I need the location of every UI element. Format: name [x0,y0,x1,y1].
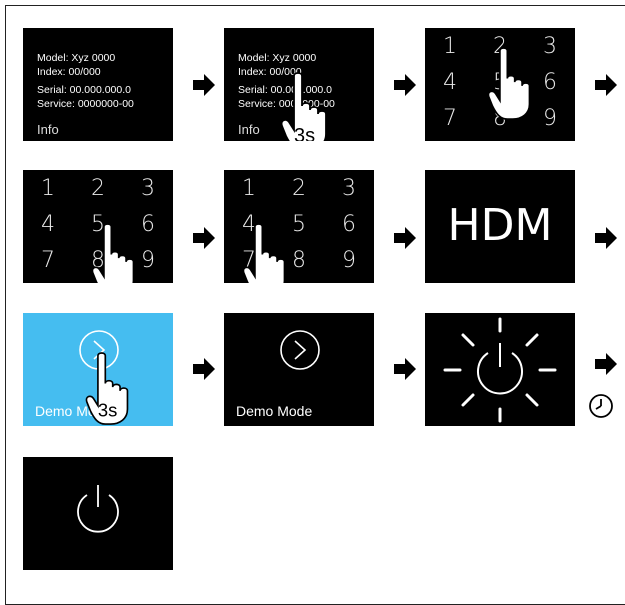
long-press-label: 3s [98,400,118,421]
info-label: Info [37,122,59,137]
arrow-right-icon [394,227,416,249]
key-8: 8 [292,248,306,273]
key-5: 5 [292,212,306,237]
info-screen-long-press-panel: Model: Xyz 0000 Index: 00/000 Serial: 00… [224,28,374,141]
info-serial: Serial: 00.000.000.0 [238,84,332,96]
long-press-label: 3s [294,125,315,141]
power-off-panel [23,457,173,570]
keypad-panel-press-2: 1 2 3 4 5 6 7 8 9 [425,28,575,141]
key-7: 7 [41,248,55,273]
info-model: Model: Xyz 0000 [37,52,116,64]
hdm-panel: HDM [425,170,575,283]
key-9: 9 [342,248,356,273]
info-model: Model: Xyz 0000 [238,52,317,64]
pointing-hand-icon [487,47,531,120]
chevron-right-circle-icon [280,330,320,370]
info-label: Info [238,122,260,137]
demo-mode-panel: Demo Mode [224,313,374,426]
key-9: 9 [141,248,155,273]
key-2: 2 [292,176,306,201]
key-1: 1 [242,176,256,201]
arrow-right-icon [193,358,215,380]
key-6: 6 [543,70,557,95]
clock-icon [589,394,613,418]
key-5: 5 [91,212,105,237]
key-1: 1 [41,176,55,201]
key-6: 6 [141,212,155,237]
power-blinking-panel [425,313,575,426]
demo-mode-label: Demo Mode [236,403,313,419]
arrow-right-icon [394,358,416,380]
info-index: Index: 00/000 [37,66,101,78]
key-3: 3 [543,34,557,59]
pointing-hand-icon [91,223,135,283]
info-index: Index: 00/000 [238,66,302,78]
keypad-panel-press-5: 1 2 3 4 5 6 7 8 9 [23,170,173,283]
arrow-right-icon [193,227,215,249]
info-screen-panel: Model: Xyz 0000 Index: 00/000 Serial: 00… [23,28,173,141]
pointing-hand-icon [242,223,286,283]
arrow-right-icon [595,74,617,96]
demo-mode-long-press-panel: Demo Mode 3s [23,313,173,426]
key-9: 9 [543,106,557,131]
key-3: 3 [141,176,155,201]
key-3: 3 [342,176,356,201]
hdm-label: HDM [447,200,553,251]
key-6: 6 [342,212,356,237]
arrow-right-icon [193,74,215,96]
power-icon [443,317,557,423]
pointing-hand-icon: 3s [280,72,327,141]
keypad-panel-press-4: 1 2 3 4 5 6 7 8 9 [224,170,374,283]
key-4: 4 [242,212,256,237]
key-4: 4 [41,212,55,237]
pointing-hand-icon: 3s [85,352,129,425]
arrow-right-icon [595,227,617,249]
key-4: 4 [443,70,457,95]
arrow-right-icon [595,353,617,375]
power-icon [77,485,119,533]
key-7: 7 [443,106,457,131]
arrow-right-icon [394,74,416,96]
info-service: Service: 0000000-00 [37,98,134,110]
key-2: 2 [91,176,105,201]
info-serial: Serial: 00.000.000.0 [37,84,131,96]
key-1: 1 [443,34,457,59]
